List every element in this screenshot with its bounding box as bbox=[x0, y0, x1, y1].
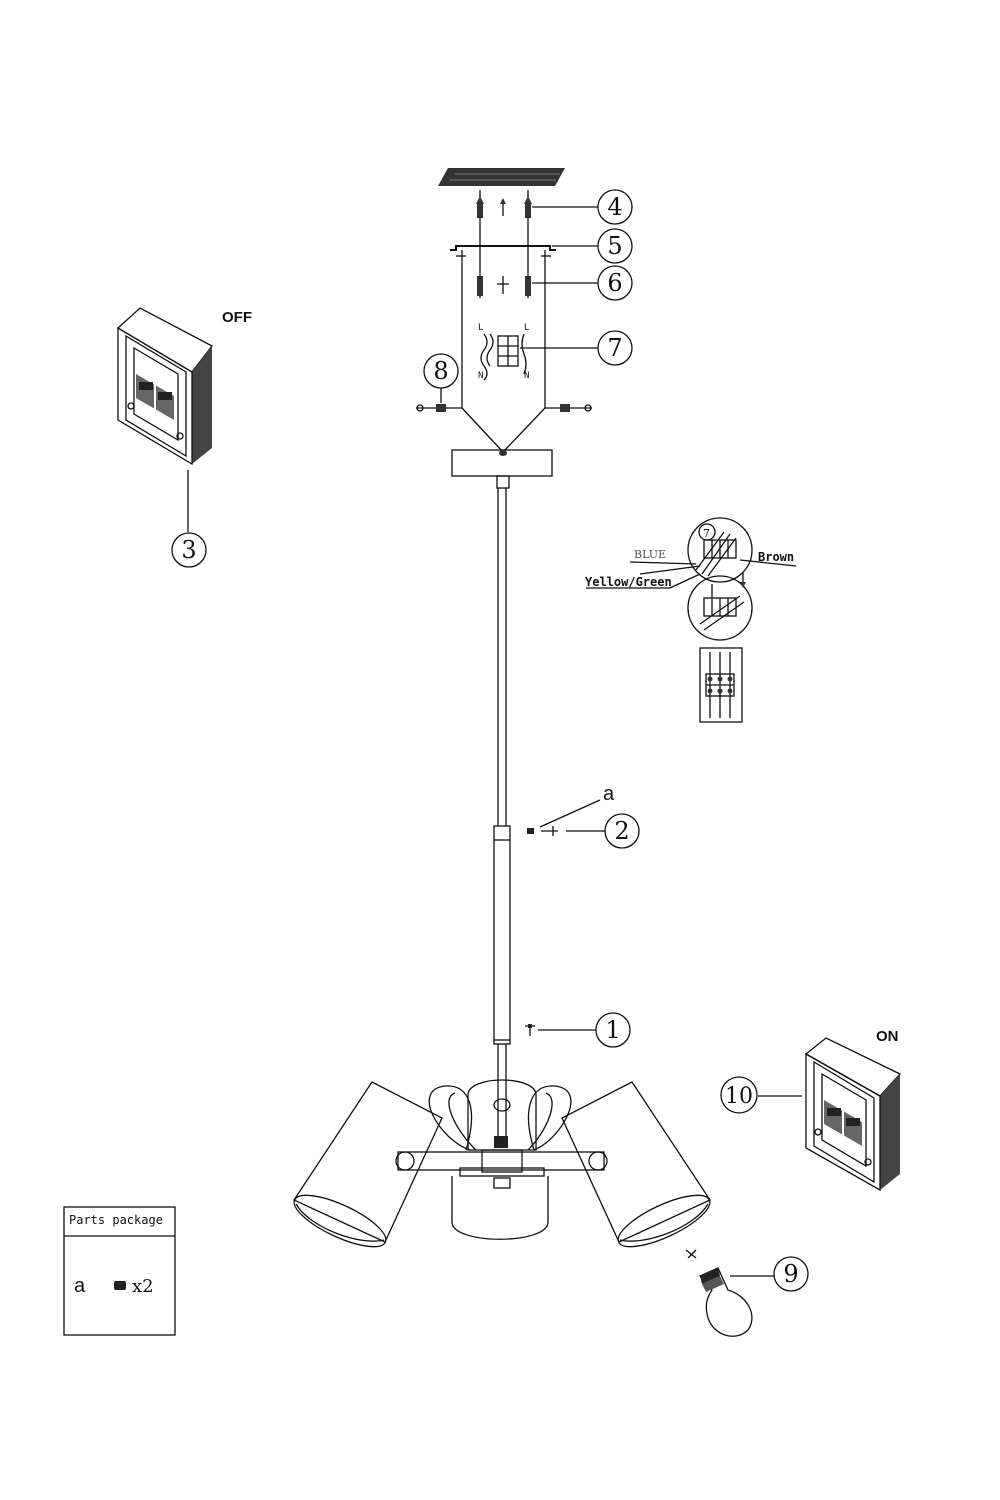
mounting-bracket bbox=[450, 245, 556, 453]
side-screw-icon bbox=[416, 404, 592, 412]
callout-9: 9 bbox=[783, 1260, 798, 1288]
svg-text:N: N bbox=[478, 371, 483, 381]
rod-screw-icon bbox=[525, 1024, 535, 1036]
chandelier-body bbox=[293, 1079, 711, 1248]
lamp-shade-right bbox=[561, 1081, 711, 1248]
switch-off-label: OFF bbox=[222, 309, 252, 326]
canopy-plate bbox=[451, 449, 553, 489]
callout-1: 1 bbox=[605, 1016, 620, 1044]
callout-6: 6 bbox=[607, 269, 622, 297]
screw-icon bbox=[476, 190, 532, 298]
callout-10: 10 bbox=[725, 1084, 753, 1109]
callout-4: 4 bbox=[607, 193, 622, 221]
switch-on-label: ON bbox=[876, 1028, 899, 1045]
parts-package bbox=[63, 1206, 176, 1336]
callout-3: 3 bbox=[181, 536, 196, 564]
switch-box-off-icon bbox=[116, 307, 213, 532]
light-bulb-icon bbox=[685, 1249, 753, 1337]
terminal-block: L L N N bbox=[478, 323, 529, 381]
parts-package-item-qty: x2 bbox=[132, 1276, 154, 1297]
part-ref-a: a bbox=[603, 783, 615, 805]
svg-text:L: L bbox=[478, 323, 483, 333]
parts-package-title: Parts package bbox=[69, 1213, 163, 1227]
wire-blue-label: BLUE bbox=[634, 548, 666, 561]
svg-text:N: N bbox=[524, 371, 529, 381]
callout-2: 2 bbox=[614, 817, 629, 845]
terminal-num-label: 7 bbox=[703, 527, 710, 540]
callout-8: 8 bbox=[433, 357, 448, 385]
grub-screw-icon bbox=[527, 799, 601, 836]
wiring-detail bbox=[586, 517, 797, 723]
wire-yellow-green-label: Yellow/Green bbox=[585, 575, 672, 589]
suspension-rod bbox=[493, 488, 511, 1140]
callout-7: 7 bbox=[607, 334, 622, 362]
lamp-shade-left bbox=[293, 1081, 443, 1248]
svg-text:L: L bbox=[524, 323, 529, 333]
switch-box-on-icon bbox=[758, 1037, 902, 1192]
parts-package-item-label: a bbox=[74, 1275, 86, 1297]
ceiling-icon bbox=[438, 168, 565, 186]
callouts bbox=[171, 189, 809, 1292]
callout-5: 5 bbox=[607, 232, 622, 260]
wire-brown-label: Brown bbox=[758, 550, 794, 564]
